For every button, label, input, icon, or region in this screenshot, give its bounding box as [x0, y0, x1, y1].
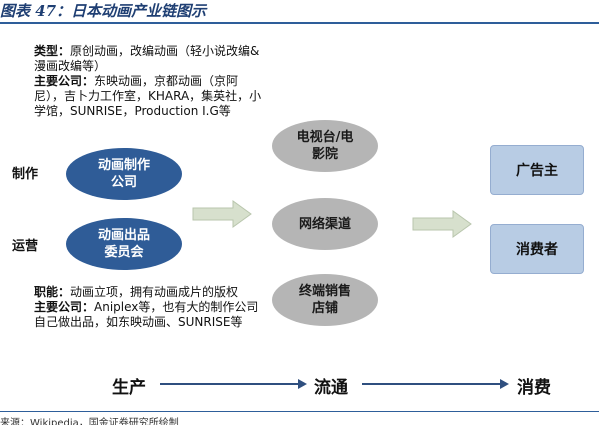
function-label: 职能： [34, 285, 71, 299]
figure-title: 图表 47：日本动画产业链图示 [0, 2, 207, 20]
type-line: 类型：原创动画，改编动画（轻小说改编&漫画改编等） [34, 44, 264, 74]
production-committee-node: 动画出品 委员会 [66, 218, 182, 270]
advertiser-box: 广告主 [490, 145, 584, 195]
production-company-label: 动画制作 公司 [97, 158, 150, 190]
type-label: 类型： [34, 44, 71, 58]
committee-company-line: 主要公司：Aniplex等，也有大的制作公司自己做出品，如东映动画、SUNRIS… [34, 300, 266, 330]
arrow-to-targets [412, 210, 472, 238]
function-line: 职能：动画立项，拥有动画成片的版权 [34, 285, 266, 300]
production-side-label: 制作 [12, 167, 39, 182]
operation-side-label: 运营 [12, 239, 39, 254]
title-rule [0, 22, 599, 24]
flow-arrow-2 [362, 379, 509, 389]
online-channel-node: 网络渠道 [272, 198, 378, 250]
flow-stage-consumption: 消费 [517, 378, 551, 398]
committee-info-text: 职能：动画立项，拥有动画成片的版权 主要公司：Aniplex等，也有大的制作公司… [34, 285, 266, 330]
production-company-node: 动画制作 公司 [66, 148, 182, 200]
consumer-box: 消费者 [490, 224, 584, 274]
source-note: 来源：Wikipedia，国金证券研究所绘制 [0, 418, 179, 425]
company-line: 主要公司：东映动画，京都动画（京阿尼），吉卜力工作室，KHARA，集英社，小学馆… [34, 74, 264, 119]
arrow-to-channels [192, 200, 252, 228]
committee-company-text: Aniplex等，也有大的制作公司自己做出品，如东映动画、SUNRISE等 [34, 300, 259, 329]
online-channel-label: 网络渠道 [298, 216, 351, 232]
production-committee-label: 动画出品 委员会 [97, 228, 150, 260]
retail-store-node: 终端销售 店铺 [272, 274, 378, 326]
source-rule [0, 411, 599, 412]
consumer-label: 消费者 [516, 242, 558, 258]
company-label: 主要公司： [34, 74, 95, 88]
flow-arrow-1 [160, 379, 307, 389]
advertiser-label: 广告主 [516, 163, 558, 179]
function-text: 动画立项，拥有动画成片的版权 [70, 285, 239, 299]
tv-cinema-label: 电视台/电 影院 [296, 130, 354, 162]
flow-stage-circulation: 流通 [314, 378, 348, 398]
retail-store-label: 终端销售 店铺 [298, 284, 351, 316]
tv-cinema-node: 电视台/电 影院 [272, 120, 378, 172]
production-info-text: 类型：原创动画，改编动画（轻小说改编&漫画改编等） 主要公司：东映动画，京都动画… [34, 44, 264, 119]
type-text: 原创动画，改编动画（轻小说改编&漫画改编等） [34, 44, 260, 73]
flow-stage-production: 生产 [112, 378, 146, 398]
committee-company-label: 主要公司： [34, 300, 95, 314]
company-text: 东映动画，京都动画（京阿尼），吉卜力工作室，KHARA，集英社，小学馆，SUNR… [34, 74, 262, 118]
